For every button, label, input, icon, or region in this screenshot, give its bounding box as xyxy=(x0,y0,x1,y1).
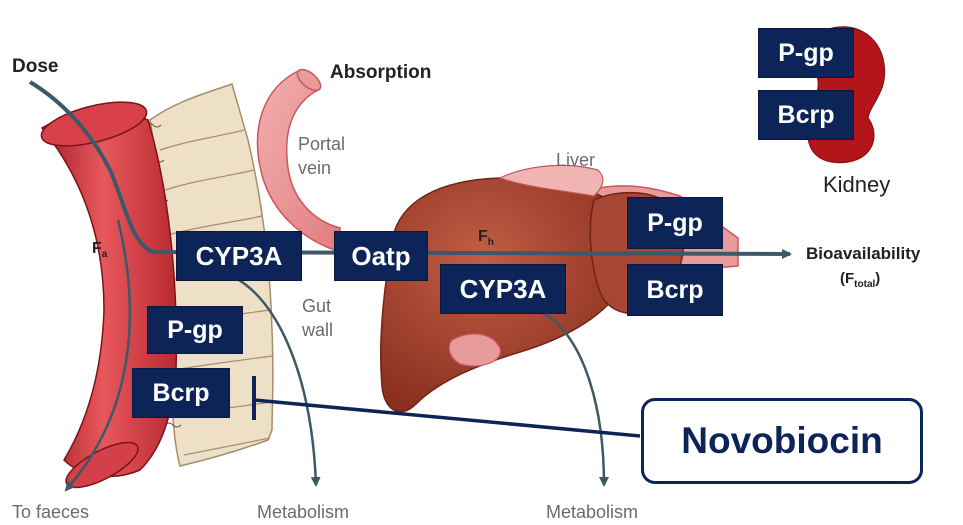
ftotal-close: ) xyxy=(875,270,880,287)
kidney-bcrp-box: Bcrp xyxy=(758,90,854,140)
gut-wall-label-line1: Gut xyxy=(302,296,331,317)
bioavailability-label: Bioavailability xyxy=(806,244,920,264)
gut-wall-label-line2: wall xyxy=(302,320,333,341)
ftotal-open: (F xyxy=(840,270,854,287)
fa-subscript: a xyxy=(102,249,108,260)
ftotal-subscript: total xyxy=(854,279,875,290)
fh-subscript: h xyxy=(488,237,494,248)
gut-cyp3a-box: CYP3A xyxy=(176,231,302,281)
novobiocin-callout: Novobiocin xyxy=(641,398,923,484)
fh-main: F xyxy=(478,228,488,245)
fa-main: F xyxy=(92,240,102,257)
portal-vein-label-line1: Portal xyxy=(298,134,345,155)
kidney-label: Kidney xyxy=(823,172,890,198)
liver-bcrp-box: Bcrp xyxy=(627,264,723,316)
ftotal-label: (Ftotal) xyxy=(840,270,880,290)
gut-metabolism-label: Metabolism xyxy=(257,502,349,523)
gallbladder xyxy=(449,334,500,366)
gut-bcrp-box: Bcrp xyxy=(132,368,230,418)
liver-label: Liver xyxy=(556,150,595,171)
fh-label: Fh xyxy=(478,228,494,248)
to-faeces-label: To faeces xyxy=(12,502,89,523)
gut-pgp-box: P-gp xyxy=(147,306,243,354)
liver-cyp3a-box: CYP3A xyxy=(440,264,566,314)
absorption-label: Absorption xyxy=(330,62,431,84)
liver-pgp-box: P-gp xyxy=(627,197,723,249)
fa-label: Fa xyxy=(92,240,107,260)
kidney-pgp-box: P-gp xyxy=(758,28,854,78)
portal-vein-label-line2: vein xyxy=(298,158,331,179)
dose-label: Dose xyxy=(12,56,58,78)
liver-metabolism-label: Metabolism xyxy=(546,502,638,523)
oatp-box: Oatp xyxy=(334,231,428,281)
